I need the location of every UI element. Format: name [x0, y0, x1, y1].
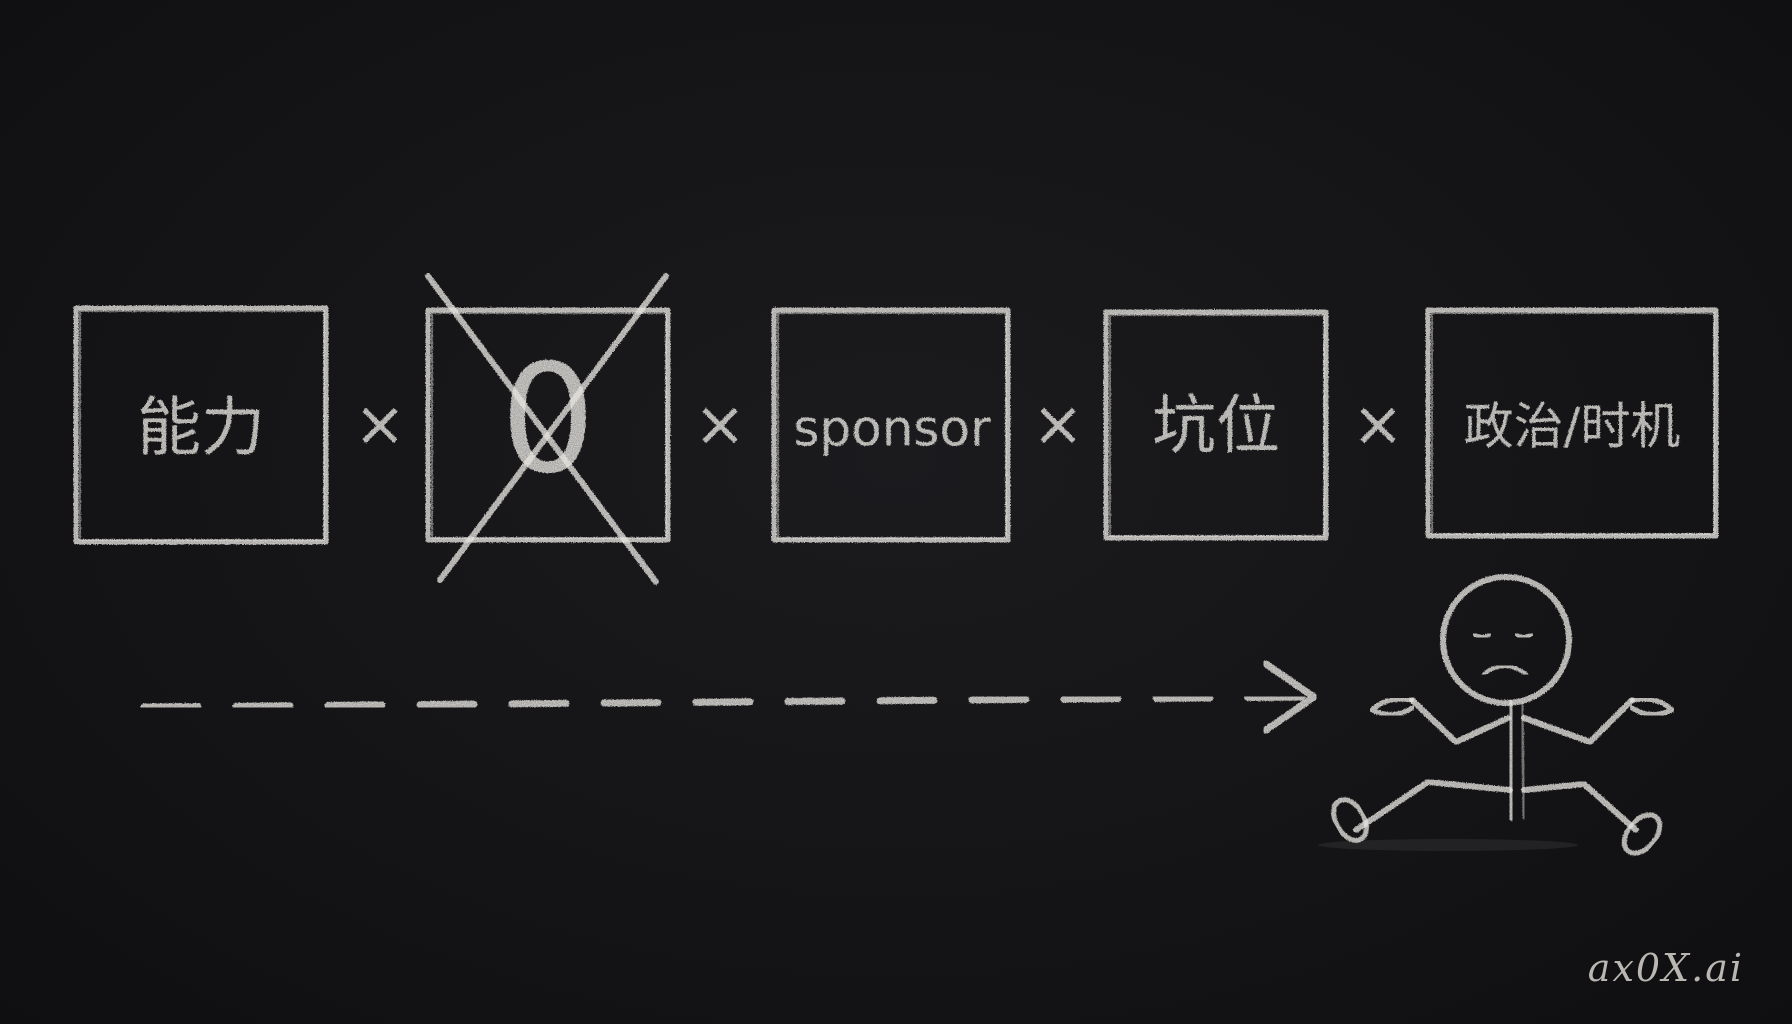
multiply-sign-3: × — [1032, 387, 1084, 460]
cross-out-mark — [425, 273, 669, 585]
factor-label-politics-timing: 政治/时机 — [1464, 398, 1681, 456]
watermark: ax0X.ai — [1587, 946, 1744, 990]
factor-box-slot: 坑位 — [1103, 309, 1329, 541]
factor-box-zero: 0 — [425, 273, 671, 585]
factor-label-ability: 能力 — [137, 392, 265, 466]
sad-stick-figure-icon — [1318, 574, 1675, 856]
factor-label-slot: 坑位 — [1152, 390, 1280, 464]
factor-label-sponsor: sponsor — [793, 400, 991, 458]
dashed-arrow-icon — [140, 660, 1318, 734]
factor-box-politics-timing: 政治/时机 — [1425, 307, 1719, 539]
multiply-sign-4: × — [1352, 387, 1404, 460]
factor-box-sponsor: sponsor — [771, 307, 1011, 543]
factor-box-ability: 能力 — [73, 305, 329, 545]
multiply-sign-2: × — [694, 387, 746, 460]
multiply-sign-1: × — [354, 387, 406, 460]
